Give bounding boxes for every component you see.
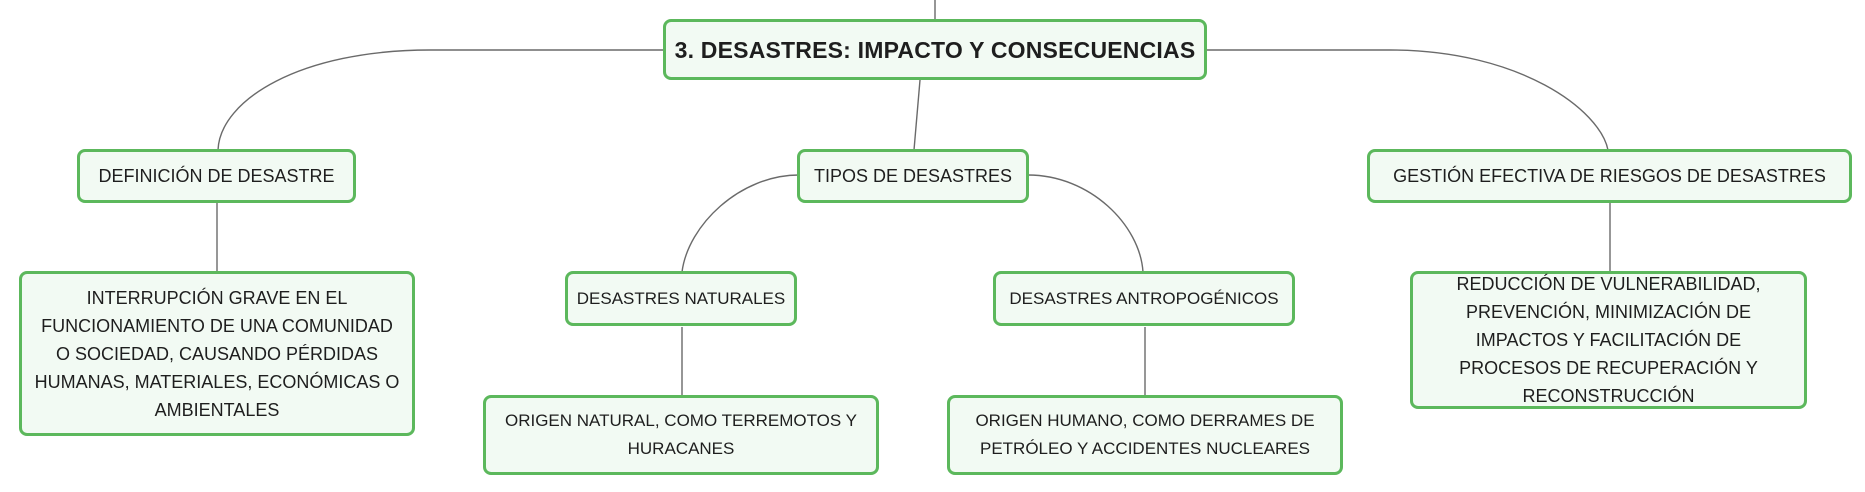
subtopic-naturales-detail[interactable]: ORIGEN NATURAL, COMO TERREMOTOS Y HURACA… [483,395,879,475]
subtopic-desastres-naturales[interactable]: DESASTRES NATURALES [565,271,797,326]
central-topic[interactable]: 3. DESASTRES: IMPACTO Y CONSECUENCIAS [663,19,1207,80]
connector-root-tipos [913,79,921,151]
subtopic-gestion-detail[interactable]: REDUCCIÓN DE VULNERABILIDAD, PREVENCIÓN,… [1410,271,1807,409]
subtopic-antropogenicos-detail[interactable]: ORIGEN HUMANO, COMO DERRAMES DE PETRÓLEO… [947,395,1343,475]
connector-root-definicion [217,49,666,151]
connector-tipos-naturales [681,174,800,273]
topic-definicion-desastre[interactable]: DEFINICIÓN DE DESASTRE [77,149,356,203]
topic-gestion-riesgos[interactable]: GESTIÓN EFECTIVA DE RIESGOS DE DESASTRES [1367,149,1852,203]
subtopic-desastres-antropogenicos[interactable]: DESASTRES ANTROPOGÉNICOS [993,271,1295,326]
connector-root-gestion [1203,49,1609,151]
topic-tipos-desastres[interactable]: TIPOS DE DESASTRES [797,149,1029,203]
connector-tipos-antropogenicos [1027,174,1144,273]
subtopic-definicion-detail[interactable]: INTERRUPCIÓN GRAVE EN EL FUNCIONAMIENTO … [19,271,415,436]
